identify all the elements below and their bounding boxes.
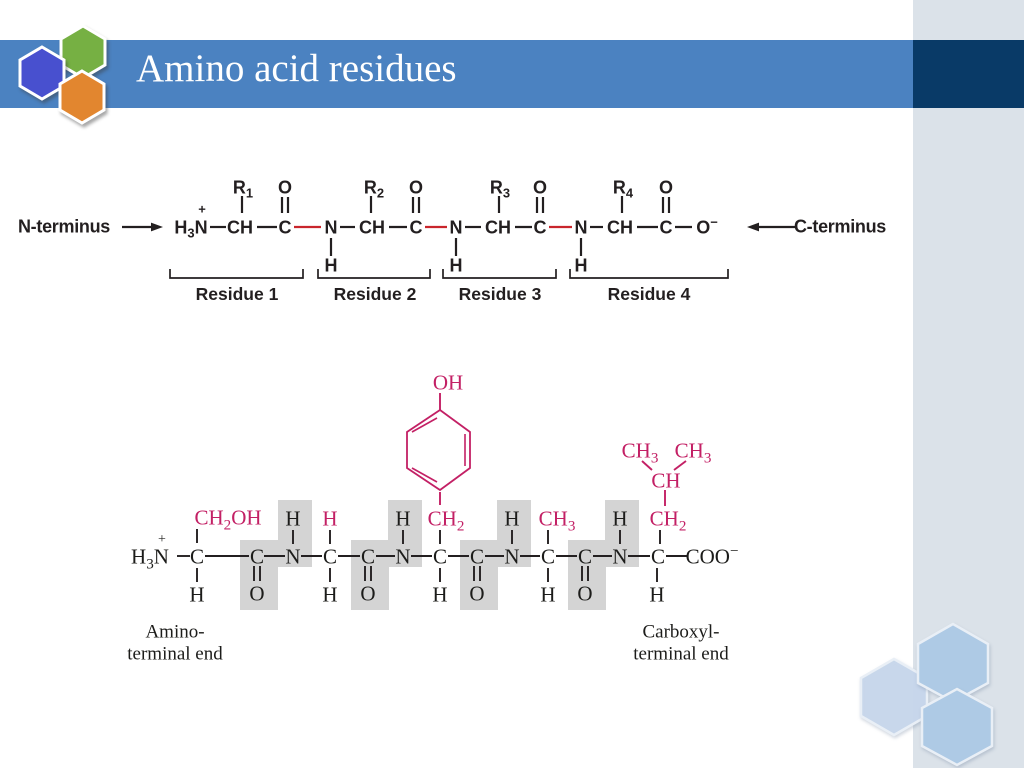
atom-H: H xyxy=(395,506,410,530)
hexagon-orange-icon xyxy=(58,69,106,125)
atom-N: N xyxy=(450,217,463,237)
atom-C: C xyxy=(534,217,547,237)
peptide-bond-highlight xyxy=(351,540,389,610)
atom-CH: CH xyxy=(607,217,633,237)
atom-C: C xyxy=(190,544,204,568)
atom-C: C xyxy=(433,544,447,568)
bond xyxy=(411,417,438,433)
atom-OH: OH xyxy=(433,370,463,394)
atom-N: N xyxy=(504,544,519,568)
atom-O: O xyxy=(360,581,375,605)
residue-bracket xyxy=(169,269,304,279)
atom-O: O xyxy=(577,581,592,605)
atom-C: C xyxy=(541,544,555,568)
atom-Residue1: Residue 1 xyxy=(196,284,279,304)
atom-CH2: CH2 xyxy=(650,506,687,534)
atom-N: N xyxy=(325,217,338,237)
atom-H: H xyxy=(540,582,555,606)
atom-terminalend: terminal end xyxy=(127,644,223,665)
atom-O: O− xyxy=(696,215,718,238)
atom-H: H xyxy=(325,255,338,275)
atom-Residue3: Residue 3 xyxy=(459,284,542,304)
atom-H: H xyxy=(649,582,664,606)
bond xyxy=(673,460,687,471)
hexagon-blue-icon xyxy=(18,45,66,101)
bottom-pentapeptide-diagram: H3N+CCH2OHHCONHCHHCONHCCH2HCONHCCH3HCONH… xyxy=(127,370,738,664)
atom-O: O xyxy=(278,177,292,197)
atom-O: O xyxy=(469,581,484,605)
atom-Carboxyl-: Carboxyl- xyxy=(642,622,719,643)
atom-H: H xyxy=(322,506,337,530)
atom-H: H xyxy=(504,506,519,530)
residue-bracket xyxy=(442,269,557,279)
atom-CH3: CH3 xyxy=(539,506,576,534)
atom-C: C xyxy=(470,544,484,568)
atom-terminalend: terminal end xyxy=(633,644,729,665)
atom-CH: CH xyxy=(485,217,511,237)
atom-plus: + xyxy=(158,532,166,547)
benzene-ring xyxy=(406,408,471,492)
slide-title: Amino acid residues xyxy=(136,47,457,90)
atom-C-terminus: C-terminus xyxy=(794,216,886,236)
atom-CH3: CH3 xyxy=(622,438,659,466)
title-bar-dark-segment xyxy=(913,40,1024,108)
atom-H: H xyxy=(450,255,463,275)
atom-R2: R2 xyxy=(364,177,384,200)
c-terminus-arrow-head xyxy=(747,222,759,232)
atom-C: C xyxy=(279,217,292,237)
atom-CH: CH xyxy=(651,468,680,492)
atom-C: C xyxy=(660,217,673,237)
atom-H: H xyxy=(612,506,627,530)
atom-N: N xyxy=(612,544,627,568)
atom-H3N: H3N xyxy=(131,544,169,572)
atom-R4: R4 xyxy=(613,177,634,200)
n-terminus-arrow-head xyxy=(151,222,163,232)
atom-H: H xyxy=(285,506,300,530)
atom-C: C xyxy=(410,217,423,237)
atom-H: H xyxy=(189,582,204,606)
top-generic-peptide-diagram: Residue 1 Residue 2 Residue 3 Residue 4 N-te… xyxy=(18,177,887,304)
atom-O: O xyxy=(409,177,423,197)
peptide-bond-highlight xyxy=(240,540,278,610)
atom-C: C xyxy=(578,544,592,568)
atom-H: H xyxy=(322,582,337,606)
residue-bracket xyxy=(569,269,729,279)
atom-R3: R3 xyxy=(490,177,510,200)
residue-bracket xyxy=(317,269,431,279)
logo-hexagons xyxy=(18,24,107,125)
bond xyxy=(411,467,438,483)
atom-N: N xyxy=(285,544,300,568)
atom-H: H xyxy=(432,582,447,606)
bond xyxy=(641,460,653,471)
atom-H3N: H3N xyxy=(174,217,207,240)
atom-Residue4: Residue 4 xyxy=(608,284,691,304)
atom-C: C xyxy=(651,544,665,568)
atom-N-terminus: N-terminus xyxy=(18,216,110,236)
atom-COO: COO− xyxy=(686,543,739,568)
atom-CH2OH: CH2OH xyxy=(194,505,261,533)
atom-R1: R1 xyxy=(233,177,253,200)
atom-CH3: CH3 xyxy=(675,438,712,466)
atom-O: O xyxy=(659,177,673,197)
atom-CH: CH xyxy=(359,217,385,237)
atom-Residue2: Residue 2 xyxy=(334,284,417,304)
atom-O: O xyxy=(249,581,264,605)
atom-C: C xyxy=(323,544,337,568)
atom-CH2: CH2 xyxy=(428,506,465,534)
title-bar xyxy=(0,40,913,108)
atom-N: N xyxy=(575,217,588,237)
atom-plus: + xyxy=(198,202,206,217)
atom-N: N xyxy=(395,544,410,568)
atom-CH: CH xyxy=(227,217,253,237)
atom-C: C xyxy=(250,544,264,568)
peptide-bond-highlight xyxy=(460,540,498,610)
peptide-bond-highlight xyxy=(568,540,606,610)
atom-H: H xyxy=(575,255,588,275)
atom-C: C xyxy=(361,544,375,568)
atom-O: O xyxy=(533,177,547,197)
atom-Amino-: Amino- xyxy=(145,622,204,643)
